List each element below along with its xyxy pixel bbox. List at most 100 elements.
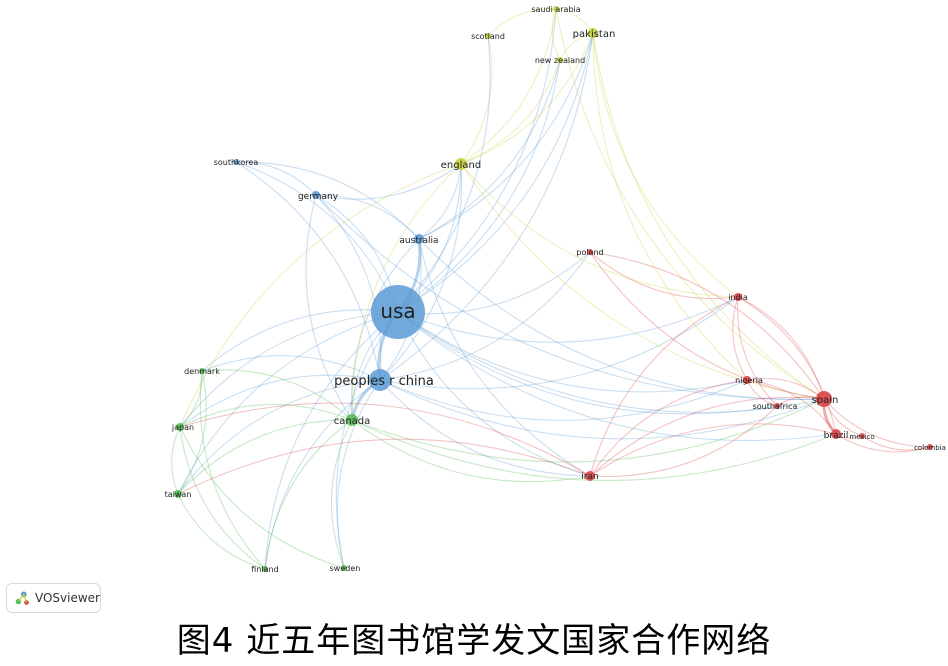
edge-canada-spain [351,398,825,463]
edge-china-sweden [336,379,381,569]
edge-mexico-colombia [861,435,931,451]
edge-germany-canada [305,194,353,421]
edge-germany-southkorea [235,161,317,196]
edge-japan-denmark [179,370,203,428]
edge-spain-iran [589,396,825,477]
edge-usa-spain [397,311,825,414]
edge-usa-sweden [335,311,399,569]
node-england[interactable] [455,158,467,170]
node-nz[interactable] [557,57,563,63]
node-label-iran: iran [581,472,598,482]
edge-spain-colombia [823,398,931,448]
edge-usa-brazil [397,311,837,442]
node-japan[interactable] [176,423,184,431]
node-usa[interactable] [371,285,425,339]
node-saudi[interactable] [553,6,559,12]
node-poland[interactable] [587,249,593,255]
node-australia[interactable] [414,234,424,244]
edge-china-finland [264,379,381,570]
node-finland[interactable] [262,566,268,572]
edge-japan-sweden [179,426,345,569]
node-label-southafrica: southafrica [753,402,798,411]
node-spain[interactable] [816,391,832,407]
edge-china-taiwan [177,379,381,495]
edge-england-pakistan [460,32,594,165]
edge-poland-spain [589,251,825,400]
edge-brazil-iran [589,423,837,477]
edge-australia-canada [350,238,420,421]
edge-england-nz [460,59,561,165]
edge-saudi-nz [551,8,561,61]
edge-china-iran [379,379,591,477]
edge-usa-southafrica [397,311,778,415]
node-scotland[interactable] [485,33,491,39]
node-label-india: india [728,293,748,302]
edge-australia-spain [418,238,825,401]
node-southafrica[interactable] [774,403,780,409]
edge-china-england [379,163,463,381]
edge-usa-poland [397,251,591,315]
edge-australia-nz [418,59,561,240]
edge-australia-iran [418,238,591,477]
node-brazil[interactable] [831,429,841,439]
node-china[interactable] [369,369,391,391]
node-canada[interactable] [346,414,358,426]
node-pakistan[interactable] [588,28,598,38]
edge-brazil-india [737,296,837,435]
edge-canada-taiwan [177,419,353,495]
edge-canada-iran [351,419,591,483]
node-label-poland: poland [576,248,603,257]
node-mexico[interactable] [859,433,865,439]
edge-england-japan [179,163,462,428]
edge-saudi-spain [555,8,825,400]
node-sweden[interactable] [341,565,347,571]
edge-china-poland [379,251,591,381]
edge-usa-scotland [397,35,491,313]
node-label-england: england [441,160,481,171]
edge-nigeria-iran [589,379,748,477]
edge-japan-taiwan [171,426,181,495]
edge-japan-finland [179,426,266,570]
node-iran[interactable] [585,471,595,481]
node-southkorea[interactable] [233,159,239,165]
edge-poland-india [589,251,739,300]
edge-denmark-finland [199,370,266,570]
edge-england-scotland [460,35,493,165]
edge-usa-india [397,296,739,343]
edge-taiwan-denmark [177,370,207,495]
node-germany[interactable] [312,191,320,199]
edge-germany-england [315,163,462,200]
edge-usa-japan [179,311,399,428]
edge-pakistan-nigeria [592,32,748,381]
edge-brazil-colombia [835,433,931,453]
node-taiwan[interactable] [174,490,182,498]
node-label-japan: japan [171,423,194,432]
edge-england-saudi [460,8,557,165]
node-label-brazil: brazil [824,431,849,441]
edge-china-india [379,296,739,390]
node-label-sweden: sweden [330,564,361,573]
edge-india-nigeria [732,296,748,381]
edge-iran-taiwan [177,438,591,495]
vosviewer-badge[interactable]: VOSviewer [6,583,101,613]
edge-usa-iran [397,311,591,477]
node-label-finland: finland [251,565,278,574]
edge-layer [171,8,931,570]
node-label-mexico: mexico [849,433,874,441]
edge-australia-pakistan [418,32,594,240]
edge-england-india [460,163,739,298]
edge-usa-southkorea [235,161,399,313]
edge-canada-denmark [201,369,353,421]
edge-canada-finland [264,419,353,570]
node-label-southkorea: southkorea [214,158,259,167]
edge-india-southafrica [737,296,778,407]
node-denmark[interactable] [199,368,205,374]
edge-usa-saudi [397,8,557,313]
node-nigeria[interactable] [743,376,751,384]
vosviewer-logo-icon [15,591,29,605]
node-colombia[interactable] [927,444,933,450]
node-label-usa: usa [380,299,415,323]
node-india[interactable] [734,293,742,301]
edge-iran-japan [179,402,591,477]
node-layer [174,6,933,572]
